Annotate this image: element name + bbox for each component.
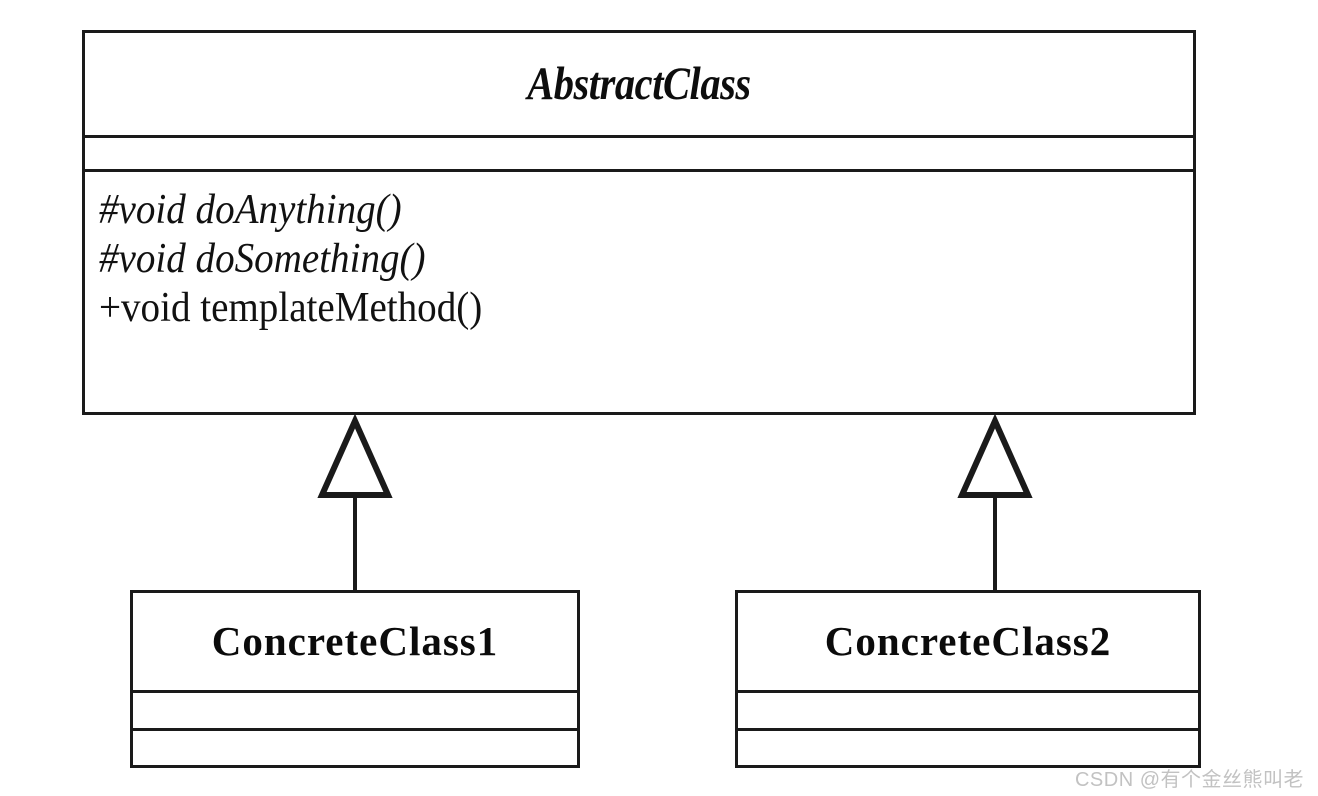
class-methods-compartment: #void doAnything() #void doSomething() +… <box>85 169 1193 412</box>
class-methods-compartment <box>738 728 1198 765</box>
method-do-anything: #void doAnything() <box>99 187 402 233</box>
watermark-text: CSDN @有个金丝熊叫老 <box>1074 769 1304 791</box>
generalization-line <box>353 496 357 592</box>
generalization-line <box>993 496 997 592</box>
class-name-abstractclass: AbstractClass <box>527 57 751 110</box>
class-title-compartment: AbstractClass <box>85 33 1193 135</box>
class-title-compartment: ConcreteClass1 <box>133 593 577 690</box>
class-box-abstractclass[interactable]: AbstractClass #void doAnything() #void d… <box>82 30 1196 415</box>
class-methods-compartment <box>133 728 577 765</box>
class-box-concreteclass1[interactable]: ConcreteClass1 <box>130 590 580 768</box>
class-name-concreteclass2: ConcreteClass2 <box>824 618 1112 664</box>
method-template-method: +void templateMethod() <box>99 285 483 332</box>
class-box-concreteclass2[interactable]: ConcreteClass2 <box>735 590 1201 768</box>
class-title-compartment: ConcreteClass2 <box>738 593 1198 690</box>
hollow-triangle-icon <box>317 413 393 498</box>
class-attributes-compartment <box>738 690 1198 728</box>
class-attributes-compartment <box>133 690 577 728</box>
hollow-triangle-icon <box>957 413 1033 498</box>
class-attributes-compartment <box>85 135 1193 169</box>
method-do-something: #void doSomething() <box>99 236 426 283</box>
class-name-concreteclass1: ConcreteClass1 <box>211 618 499 664</box>
